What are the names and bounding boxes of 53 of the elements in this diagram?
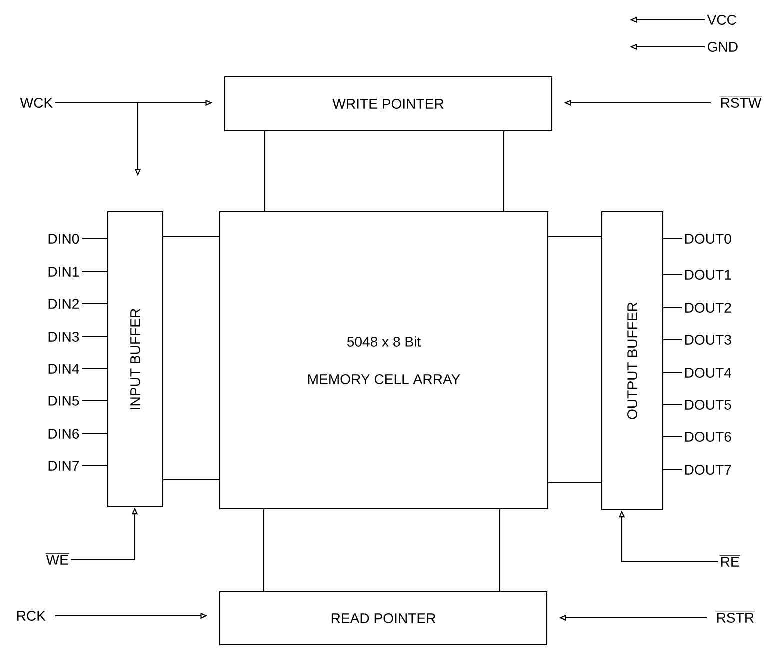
- signal-label: DOUT6: [685, 432, 732, 442]
- signal-label: DIN2: [48, 299, 79, 309]
- signal-label: RSTW: [719, 96, 763, 108]
- signal-label: VCC: [707, 15, 736, 25]
- signal-label: DOUT5: [685, 400, 732, 410]
- connector-line: [664, 469, 682, 471]
- signal-label: WCK: [20, 98, 53, 108]
- connector-line: [264, 132, 266, 212]
- connector-line: [664, 339, 682, 341]
- connector-line: [664, 274, 682, 276]
- signal-label: DIN6: [48, 429, 80, 439]
- connector-line: [82, 238, 108, 240]
- connector-line: [664, 404, 682, 406]
- connector-line: [82, 336, 108, 338]
- connector-line: [664, 307, 682, 309]
- connector-line: [503, 132, 505, 212]
- signal-label: GND: [708, 42, 738, 52]
- connector-line: [664, 238, 682, 240]
- connector-line: [499, 510, 501, 592]
- connector-line: [664, 436, 682, 438]
- connector-line: [548, 482, 602, 484]
- buffer-box: INPUT BUFFER: [107, 211, 164, 508]
- signal-label: WE: [45, 553, 70, 565]
- signal-label: DOUT0: [685, 234, 732, 244]
- connector-line: [82, 271, 108, 273]
- signal-label: DOUT4: [685, 368, 732, 378]
- buffer-box: OUTPUT BUFFER: [601, 211, 664, 511]
- signal-label: RSTR: [715, 610, 756, 623]
- signal-label: DOUT1: [685, 270, 732, 280]
- connector-line: [263, 510, 265, 592]
- pointer-box: WRITE POINTER: [224, 76, 553, 132]
- connector-line: [164, 479, 220, 481]
- connector-line: [664, 372, 682, 374]
- connector-line: [548, 236, 602, 238]
- connector-line: [82, 400, 108, 402]
- signal-label: DIN5: [48, 396, 80, 406]
- connector-line: [82, 433, 108, 435]
- signal-label: DOUT7: [685, 465, 732, 475]
- connector-line: [164, 236, 220, 238]
- signal-label: DIN0: [48, 234, 80, 244]
- signal-label: RE: [719, 555, 741, 567]
- signal-label: DOUT3: [685, 335, 732, 345]
- signal-label: DOUT2: [685, 303, 732, 313]
- signal-label: DIN7: [48, 461, 79, 471]
- signal-label: RCK: [17, 611, 46, 621]
- signal-label: DIN4: [48, 364, 80, 374]
- memory-array-box: 5048 x 8 Bit MEMORY CELL ARRAY: [219, 211, 549, 510]
- signal-label: DIN1: [48, 267, 80, 277]
- signal-label: DIN3: [48, 332, 80, 342]
- connector-line: [82, 368, 108, 370]
- pointer-box: READ POINTER: [219, 591, 548, 646]
- connector-line: [82, 303, 108, 305]
- connector-line: [82, 465, 108, 467]
